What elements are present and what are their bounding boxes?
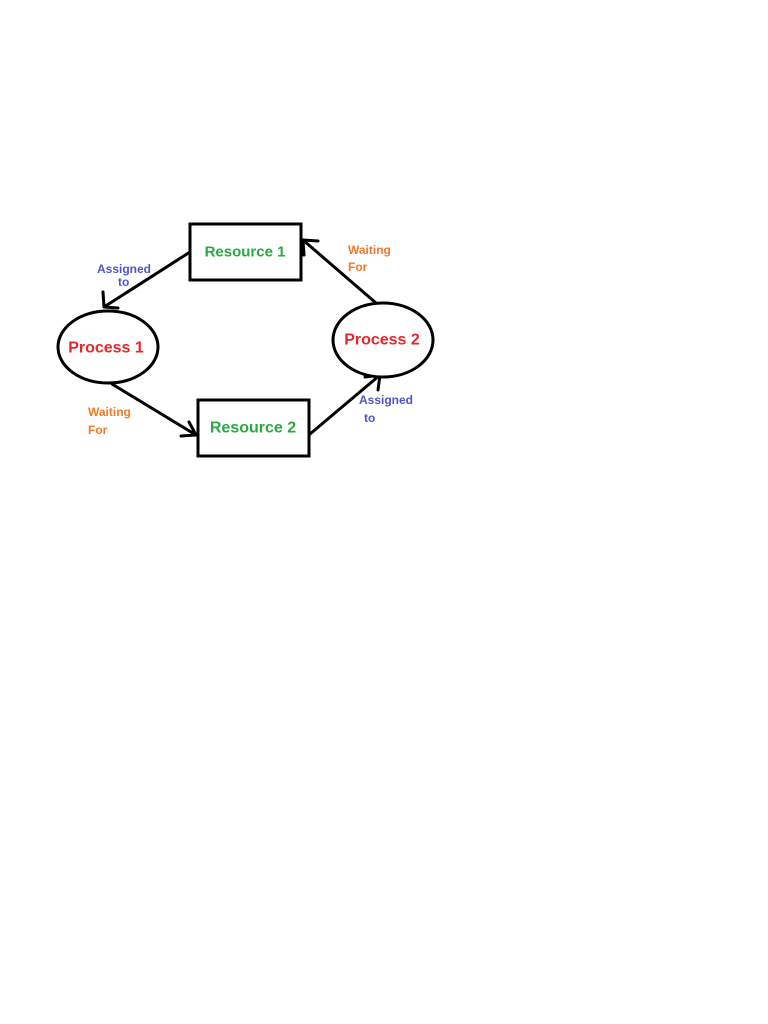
edge-resource1-to-process1 bbox=[102, 250, 192, 309]
process-2-ellipse bbox=[331, 301, 435, 379]
resource-2-label: Resource 2 bbox=[210, 420, 296, 437]
arrowhead-resource1-icon bbox=[301, 238, 320, 257]
edge-label-line: For bbox=[88, 423, 108, 437]
edge-label-line: Assigned bbox=[97, 262, 151, 276]
resource-1-box bbox=[188, 222, 303, 282]
resource-2-box bbox=[196, 398, 311, 458]
edge-label-line: Assigned bbox=[359, 393, 413, 407]
arrowhead-process1-icon bbox=[101, 290, 120, 310]
edge-label-waiting-process2: Waiting For bbox=[348, 243, 391, 274]
resource-1-label: Resource 1 bbox=[205, 244, 286, 261]
process-2-node: Process 2 bbox=[331, 301, 435, 379]
process-1-label: Process 1 bbox=[68, 340, 144, 357]
edge-label-line: For bbox=[348, 260, 368, 274]
edge-process2-to-resource1 bbox=[301, 238, 378, 305]
edge-process1-to-resource2 bbox=[110, 382, 198, 437]
resource-1-node: Resource 1 bbox=[188, 222, 303, 282]
edge-label-assigned-process2: Assigned to bbox=[359, 393, 413, 425]
edge-label-assigned-process1: Assigned to bbox=[97, 262, 151, 289]
edge-label-line: to bbox=[364, 411, 375, 425]
edge-label-waiting-process1: Waiting For bbox=[88, 405, 131, 437]
resource-2-node: Resource 2 bbox=[196, 398, 311, 458]
process-2-label: Process 2 bbox=[344, 332, 420, 349]
edge-resource2-to-process2 bbox=[308, 373, 382, 436]
process-1-ellipse bbox=[56, 309, 160, 385]
edge-label-line: Waiting bbox=[348, 243, 391, 257]
arrowhead-resource2-icon bbox=[179, 420, 198, 438]
edge-label-line: to bbox=[118, 275, 129, 289]
process-1-node: Process 1 bbox=[56, 309, 160, 385]
edge-label-line: Waiting bbox=[88, 405, 131, 419]
